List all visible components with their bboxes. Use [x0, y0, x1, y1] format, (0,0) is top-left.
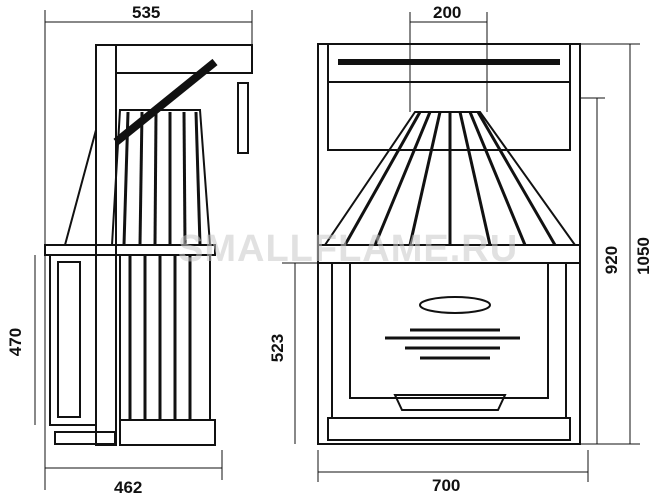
dim-side-depth: 462	[114, 478, 143, 497]
front-view	[282, 12, 640, 482]
dim-front-total-height: 1050	[633, 237, 653, 275]
side-view	[34, 10, 253, 490]
dim-side-opening: 470	[6, 327, 26, 357]
dim-front-opening: 523	[268, 333, 288, 363]
watermark: SMALLFLAME.RU	[178, 228, 519, 270]
dim-front-width: 700	[432, 476, 461, 495]
dim-front-inner-height: 920	[602, 245, 622, 275]
dim-front-flue: 200	[433, 3, 462, 22]
dim-side-total: 535	[132, 3, 161, 22]
